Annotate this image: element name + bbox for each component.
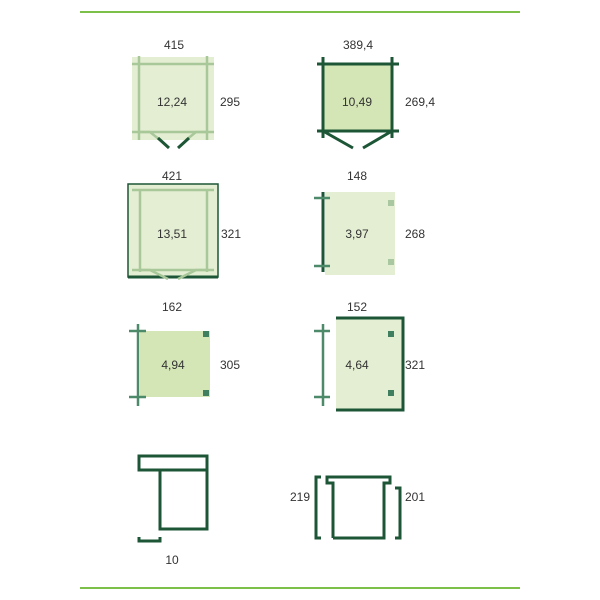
plan-1-area: 12,24 (157, 95, 187, 109)
profile-right-left-label: 219 (290, 490, 310, 504)
plan-1-floor (132, 57, 214, 140)
profile-left: 10 (137, 454, 209, 567)
plan-1-door-right (176, 136, 191, 150)
plan-2-depth: 269,4 (405, 95, 435, 109)
plan-3: 421 13,51 321 (127, 169, 241, 281)
plan-4-width: 148 (347, 169, 367, 183)
profile-right: 219 201 (290, 475, 425, 540)
profile-left-label: 10 (165, 553, 179, 567)
plan-2-door-left (322, 129, 354, 150)
plan-2-door-right (362, 129, 393, 150)
plan-2-floor (323, 64, 392, 131)
plan-6-area: 4,64 (345, 358, 369, 372)
plan-2-width: 389,4 (343, 38, 373, 52)
plan-2: 389,4 10,49 269,4 (317, 38, 435, 150)
plan-6: 152 4,64 321 (314, 300, 425, 412)
profile-left-bracket (137, 537, 162, 543)
plan-5: 162 4,94 305 (129, 300, 240, 406)
plan-1-door-left (156, 136, 171, 150)
plan-3-area: 13,51 (157, 227, 187, 241)
plan-5-depth: 305 (220, 358, 240, 372)
plan-4-depth: 268 (405, 227, 425, 241)
plan-1-width: 415 (164, 38, 184, 52)
plan-1: 415 12,24 295 (132, 38, 240, 150)
plan-5-width: 162 (162, 300, 182, 314)
profile-right-right-bracket (395, 486, 402, 540)
plan-3-depth: 321 (221, 227, 241, 241)
plan-4-area: 3,97 (345, 227, 369, 241)
plan-1-depth: 295 (220, 95, 240, 109)
profile-right-left-bracket (314, 475, 321, 540)
plan-6-depth: 321 (405, 358, 425, 372)
profile-right-right-label: 201 (405, 490, 425, 504)
plan-2-area: 10,49 (342, 95, 372, 109)
plan-3-floor (128, 184, 218, 277)
plan-5-floor (140, 331, 210, 397)
plan-4-floor (325, 192, 395, 275)
plan-3-width: 421 (162, 169, 182, 183)
plan-5-area: 4,94 (161, 358, 185, 372)
plan-6-width: 152 (347, 300, 367, 314)
plan-4: 148 3,97 268 (314, 169, 425, 275)
